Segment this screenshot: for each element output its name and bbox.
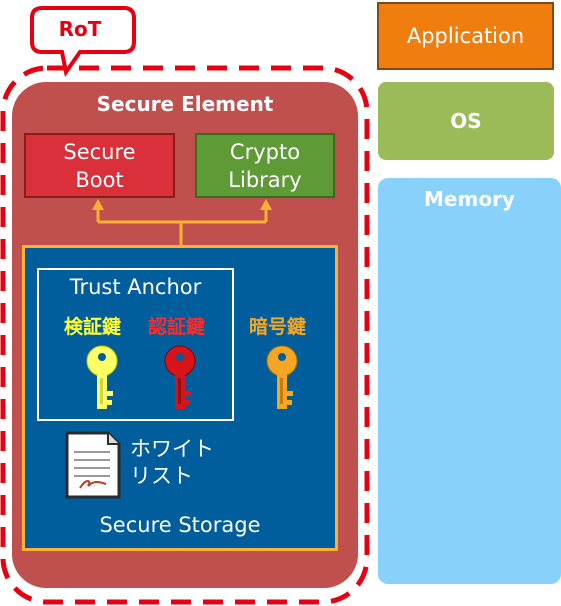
memory-layer [378,178,561,584]
secure-boot-box: Secure Boot [24,133,175,198]
rot-label: RoT [58,17,102,41]
os-layer: OS [378,82,554,160]
trust-anchor-title: Trust Anchor [69,275,202,299]
rot-callout-bubble [30,6,136,77]
secure-storage-label: Secure Storage [99,513,261,537]
authentication-key-label: 認証鍵 [148,316,206,338]
whitelist-label: ホワイト リスト [130,437,214,488]
memory-label: Memory [424,187,515,211]
verification-key-icon [86,345,118,409]
encryption-key-label: 暗号鍵 [249,316,307,338]
trust-anchor-box [37,268,234,421]
authentication-key-icon [164,345,196,409]
crypto-library-box: Crypto Library [195,133,335,198]
secure-element-title: Secure Element [96,92,274,116]
verification-key-label: 検証鍵 [64,316,122,338]
application-layer: Application [377,2,554,70]
document-icon [65,431,121,499]
encryption-key-icon [266,345,298,409]
